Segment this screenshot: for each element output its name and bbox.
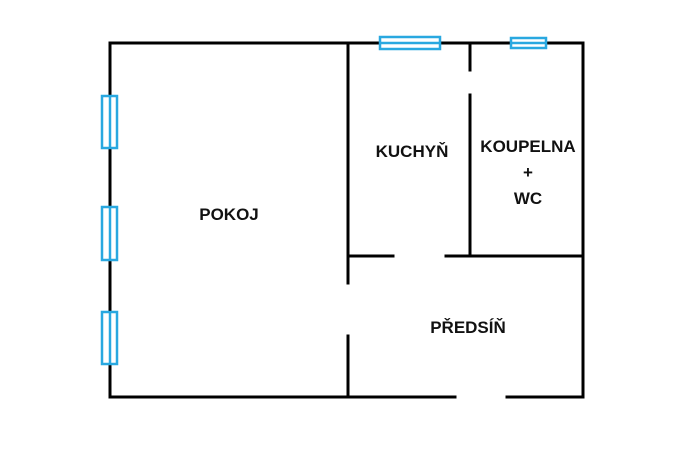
window-top-bathroom: [509, 36, 548, 50]
room-label-kuchyn: KUCHYŇ: [376, 142, 449, 161]
room-label-koupelna-line1: KOUPELNA: [480, 137, 575, 156]
windows: [100, 35, 548, 366]
room-label-predsin: PŘEDSÍŇ: [430, 318, 506, 337]
room-labels: POKOJ KUCHYŇ KOUPELNA + WC PŘEDSÍŇ: [199, 137, 575, 337]
room-label-pokoj: POKOJ: [199, 205, 259, 224]
window-top-kitchen: [378, 35, 442, 51]
room-label-koupelna-line3: WC: [514, 189, 542, 208]
window-left-lower: [100, 310, 119, 366]
room-label-koupelna-line2: +: [523, 163, 533, 182]
window-left-upper: [100, 94, 119, 150]
window-left-middle: [100, 205, 119, 262]
